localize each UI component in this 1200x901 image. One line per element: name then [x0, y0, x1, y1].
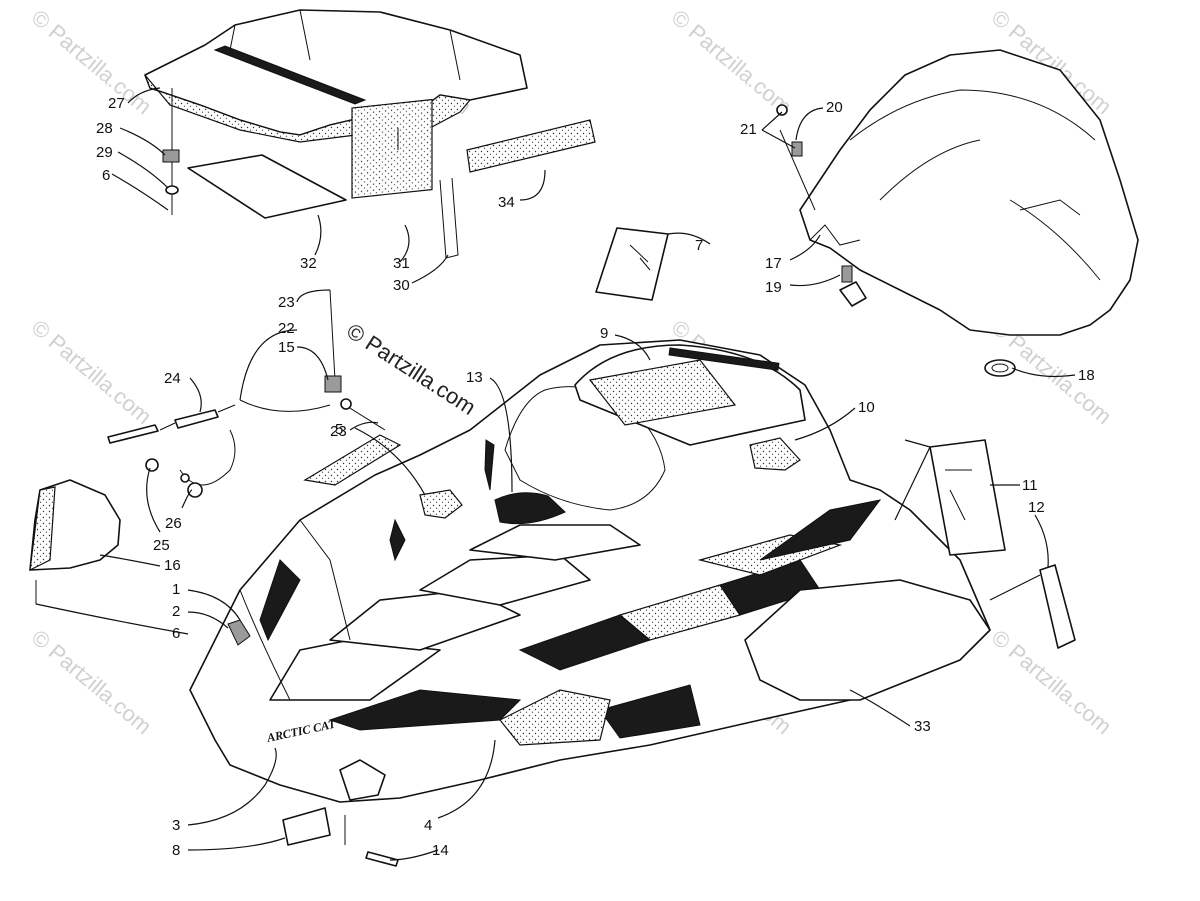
- handle: [1039, 564, 1076, 649]
- leader-lines: [35, 87, 1076, 861]
- callout-15: 15: [278, 339, 295, 356]
- callout-28: 28: [96, 120, 113, 137]
- callout-20: 20: [826, 99, 843, 116]
- watermark-text: © Partzilla.com: [987, 625, 1117, 739]
- callout-6: 6: [102, 167, 110, 184]
- callout-9: 9: [600, 325, 608, 342]
- callout-19: 19: [765, 279, 782, 296]
- callout-34: 34: [498, 194, 515, 211]
- callout-7: 7: [695, 237, 703, 254]
- callout-13: 13: [466, 369, 483, 386]
- callout-18: 18: [1078, 367, 1095, 384]
- callout-23: 23: [330, 423, 347, 440]
- watermark-text: © Partzilla.com: [27, 625, 157, 739]
- callout-14: 14: [432, 842, 449, 859]
- hood-assembly: ARCTIC CAT: [189, 339, 1006, 803]
- callout-11: 11: [1022, 477, 1038, 494]
- callout-16: 16: [164, 557, 181, 574]
- hinge-hardware: [107, 289, 386, 498]
- foam-block: [351, 98, 433, 199]
- callout-17: 17: [765, 255, 782, 272]
- copyright-mark: © Partzilla.com: [342, 318, 480, 420]
- watermark-text: © Partzilla.com: [667, 5, 797, 119]
- callout-33: 33: [914, 718, 931, 735]
- air-intake: [29, 479, 121, 604]
- screw: [365, 851, 399, 867]
- callout-24: 24: [164, 370, 181, 387]
- callout-29: 29: [96, 144, 113, 161]
- windshield-assembly: [776, 49, 1139, 377]
- callout-22: 22: [278, 320, 295, 337]
- callout-1: 1: [172, 581, 180, 598]
- callout-30: 30: [393, 277, 410, 294]
- callout-23: 23: [278, 294, 295, 311]
- watermark-text: © Partzilla.com: [27, 315, 157, 429]
- callout-6: 6: [172, 625, 180, 642]
- callout-2: 2: [172, 603, 180, 620]
- callout-5: 5: [335, 421, 343, 438]
- callout-32: 32: [300, 255, 317, 272]
- hood-liner-assembly: [144, 9, 596, 259]
- watermark-text: © Partzilla.com: [27, 5, 157, 119]
- callout-12: 12: [1028, 499, 1045, 516]
- callout-31: 31: [393, 255, 410, 272]
- callout-21: 21: [740, 121, 757, 138]
- window-decal: [595, 227, 669, 301]
- callout-26: 26: [165, 515, 182, 532]
- callout-27: 27: [108, 95, 125, 112]
- callout-10: 10: [858, 399, 875, 416]
- callout-4: 4: [424, 817, 432, 834]
- callout-labels: 27 28 29 6 32 31 30 34 7 20 21 17 19 18 …: [96, 95, 1095, 859]
- callout-8: 8: [172, 842, 180, 859]
- callout-25: 25: [153, 537, 170, 554]
- mounting-bracket: [282, 807, 331, 846]
- callout-3: 3: [172, 817, 180, 834]
